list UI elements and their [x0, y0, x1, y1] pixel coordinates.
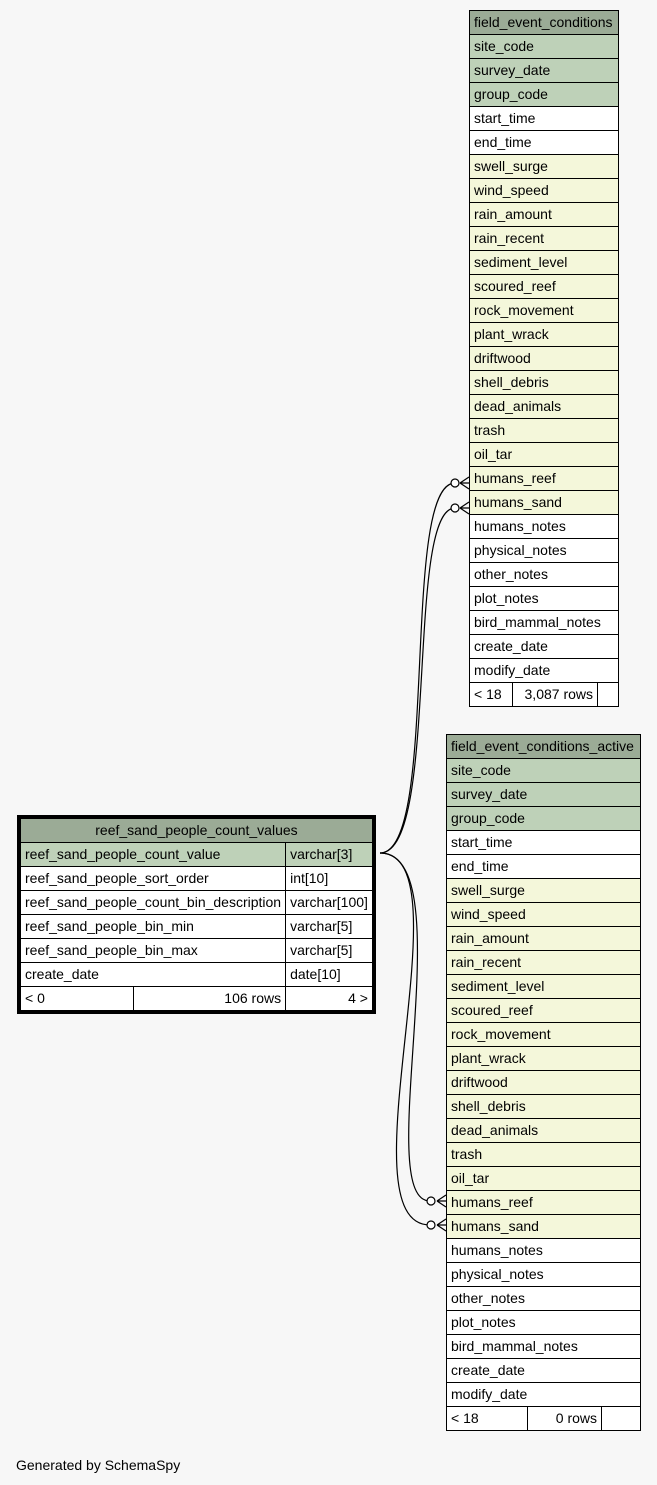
optional-circle-icon	[450, 478, 460, 488]
parents-count: < 0	[18, 986, 134, 1013]
column-group-code[interactable]: group_code	[469, 82, 619, 107]
column-sediment-level[interactable]: sediment_level	[469, 250, 619, 275]
column-start-time[interactable]: start_time	[446, 830, 641, 855]
crows-foot-icon	[459, 476, 470, 490]
column-swell-surge[interactable]: swell_surge	[469, 154, 619, 179]
table-reef-sand-people-count-values[interactable]: reef_sand_people_count_values reef_sand_…	[17, 815, 376, 1014]
column-oil-tar[interactable]: oil_tar	[469, 442, 619, 467]
children-count	[601, 1406, 641, 1431]
column-reef-sand-people-sort-order[interactable]: reef_sand_people_sort_order	[18, 866, 287, 891]
relationship-line-active-humans-reef	[379, 852, 431, 1202]
column-shell-debris[interactable]: shell_debris	[446, 1094, 641, 1119]
children-count	[597, 682, 619, 707]
column-humans-sand[interactable]: humans_sand	[446, 1214, 641, 1239]
column-type: varchar[3]	[285, 842, 375, 867]
column-wind-speed[interactable]: wind_speed	[446, 902, 641, 927]
column-create-date[interactable]: create_date	[18, 962, 287, 987]
column-other-notes[interactable]: other_notes	[446, 1286, 641, 1311]
column-modify-date[interactable]: modify_date	[446, 1382, 641, 1407]
column-physical-notes[interactable]: physical_notes	[446, 1262, 641, 1287]
column-type: int[10]	[285, 866, 375, 891]
column-other-notes[interactable]: other_notes	[469, 562, 619, 587]
column-sediment-level[interactable]: sediment_level	[446, 974, 641, 999]
column-start-time[interactable]: start_time	[469, 106, 619, 131]
column-scoured-reef[interactable]: scoured_reef	[469, 274, 619, 299]
table-title[interactable]: field_event_conditions	[469, 10, 619, 35]
column-trash[interactable]: trash	[469, 418, 619, 443]
table-title[interactable]: field_event_conditions_active	[446, 734, 641, 759]
column-rain-recent[interactable]: rain_recent	[469, 226, 619, 251]
relationship-line-active-humans-sand	[379, 852, 431, 1226]
crows-foot-icon	[459, 501, 470, 515]
column-end-time[interactable]: end_time	[446, 854, 641, 879]
column-reef-sand-people-bin-min[interactable]: reef_sand_people_bin_min	[18, 914, 287, 939]
optional-circle-icon	[426, 1220, 436, 1230]
table-field-event-conditions-active[interactable]: field_event_conditions_active site_code …	[446, 734, 641, 1431]
column-type: varchar[100]	[285, 890, 375, 915]
column-type: varchar[5]	[285, 938, 375, 963]
column-type: date[10]	[285, 962, 375, 987]
column-bird-mammal-notes[interactable]: bird_mammal_notes	[469, 610, 619, 635]
column-rock-movement[interactable]: rock_movement	[469, 298, 619, 323]
column-create-date[interactable]: create_date	[446, 1358, 641, 1383]
column-survey-date[interactable]: survey_date	[469, 58, 619, 83]
column-survey-date[interactable]: survey_date	[446, 782, 641, 807]
optional-circle-icon	[450, 503, 460, 513]
relationship-line-humans-reef	[379, 482, 456, 854]
table-field-event-conditions[interactable]: field_event_conditions site_code survey_…	[469, 10, 619, 707]
column-reef-sand-people-bin-max[interactable]: reef_sand_people_bin_max	[18, 938, 287, 963]
column-humans-sand[interactable]: humans_sand	[469, 490, 619, 515]
column-oil-tar[interactable]: oil_tar	[446, 1166, 641, 1191]
relationship-line-humans-sand	[379, 507, 456, 854]
column-rain-amount[interactable]: rain_amount	[469, 202, 619, 227]
generated-by-label: Generated by SchemaSpy	[16, 1457, 181, 1473]
column-trash[interactable]: trash	[446, 1142, 641, 1167]
column-plant-wrack[interactable]: plant_wrack	[446, 1046, 641, 1071]
parents-count: < 18	[469, 682, 513, 707]
column-humans-notes[interactable]: humans_notes	[446, 1238, 641, 1263]
column-humans-reef[interactable]: humans_reef	[446, 1190, 641, 1215]
column-driftwood[interactable]: driftwood	[469, 346, 619, 371]
row-count: 3,087 rows	[512, 682, 598, 707]
column-reef-sand-people-count-bin-description[interactable]: reef_sand_people_count_bin_description	[18, 890, 287, 915]
column-shell-debris[interactable]: shell_debris	[469, 370, 619, 395]
crows-foot-icon	[436, 1218, 447, 1232]
row-count: 106 rows	[132, 986, 287, 1013]
column-site-code[interactable]: site_code	[446, 758, 641, 783]
column-end-time[interactable]: end_time	[469, 130, 619, 155]
column-wind-speed[interactable]: wind_speed	[469, 178, 619, 203]
crows-foot-icon	[436, 1194, 447, 1208]
table-title[interactable]: reef_sand_people_count_values	[18, 816, 375, 843]
column-site-code[interactable]: site_code	[469, 34, 619, 59]
column-dead-animals[interactable]: dead_animals	[469, 394, 619, 419]
column-rain-amount[interactable]: rain_amount	[446, 926, 641, 951]
parents-count: < 18	[446, 1406, 528, 1431]
children-count: 4 >	[285, 986, 375, 1013]
column-plot-notes[interactable]: plot_notes	[469, 586, 619, 611]
column-rock-movement[interactable]: rock_movement	[446, 1022, 641, 1047]
column-dead-animals[interactable]: dead_animals	[446, 1118, 641, 1143]
row-count: 0 rows	[527, 1406, 602, 1431]
optional-circle-icon	[426, 1196, 436, 1206]
column-swell-surge[interactable]: swell_surge	[446, 878, 641, 903]
column-bird-mammal-notes[interactable]: bird_mammal_notes	[446, 1334, 641, 1359]
column-driftwood[interactable]: driftwood	[446, 1070, 641, 1095]
column-plant-wrack[interactable]: plant_wrack	[469, 322, 619, 347]
